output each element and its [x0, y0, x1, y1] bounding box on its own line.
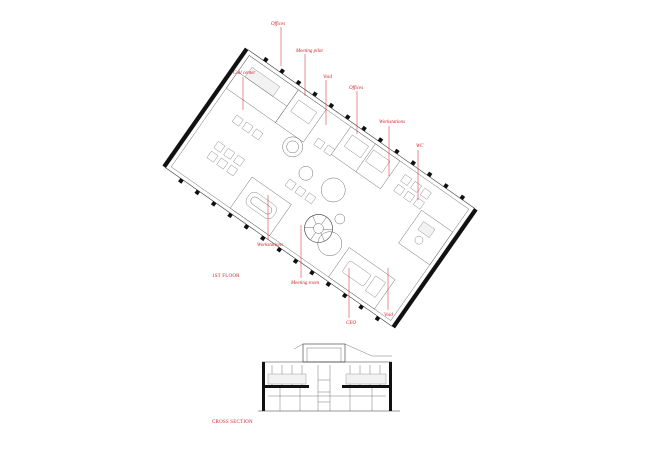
wc-core	[398, 210, 453, 266]
call-center-rooms	[226, 55, 327, 143]
label-offices-mid: Offices	[349, 86, 363, 91]
plan-outline	[165, 49, 475, 327]
facade-mullions-top	[262, 56, 466, 201]
label-meeting-pilot: Meeting pilot	[295, 49, 323, 54]
label-ceo: CEO	[346, 321, 356, 326]
workstations-left	[206, 114, 264, 177]
floor-plan-title: 1ST FLOOR	[212, 274, 240, 279]
label-void-top: Void	[323, 75, 332, 80]
meeting-room	[229, 176, 292, 236]
label-offices-top: Offices	[271, 22, 285, 27]
label-call-center: Call center	[233, 71, 255, 76]
wall-east	[391, 208, 478, 329]
central-desks	[284, 137, 336, 205]
label-meeting-room: Meeting room	[290, 281, 319, 286]
plan-annotations: Offices Meeting pilot Call center Void O…	[212, 22, 424, 326]
label-workstations-right: Workstations	[379, 120, 405, 125]
section-title: CROSS SECTION	[212, 420, 253, 425]
wall-west	[162, 47, 249, 168]
first-floor-plan: Offices Meeting pilot Call center Void O…	[162, 22, 478, 329]
offices-block	[331, 126, 401, 190]
workstations-right	[393, 174, 432, 210]
ceo-room	[328, 247, 396, 310]
label-void-bottom: Void	[384, 313, 393, 318]
spiral-stair	[304, 214, 333, 243]
cross-section-drawing: CROSS SECTION	[212, 343, 400, 425]
label-wc: WC	[416, 144, 424, 149]
label-workstations-left: Workstations	[257, 243, 283, 248]
voids	[282, 136, 346, 256]
facade-mullions-bottom	[178, 178, 381, 322]
